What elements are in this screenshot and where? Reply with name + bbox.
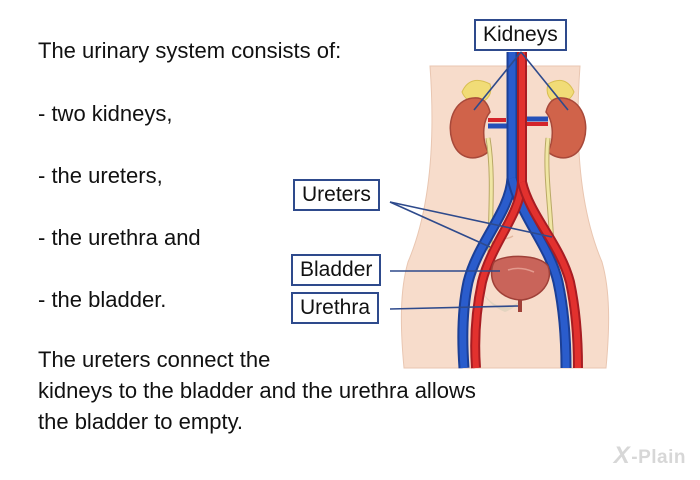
paragraph-line-3: the bladder to empty. xyxy=(38,409,244,434)
list-item-ureters: - the ureters, xyxy=(38,163,163,188)
list-item-bladder: - the bladder. xyxy=(38,287,167,312)
paragraph-line-1: The ureters connect the xyxy=(38,347,271,372)
bladder-label: Bladder xyxy=(291,254,382,286)
list-item-urethra: - the urethra and xyxy=(38,225,201,250)
paragraph-line-2: kidneys to the bladder and the urethra a… xyxy=(38,378,476,403)
intro-text: The urinary system consists of: xyxy=(38,38,342,63)
left-kidney xyxy=(449,97,491,159)
kidneys-leader-left xyxy=(473,51,522,111)
logo-text: -Plain xyxy=(631,447,686,468)
ureters-leader-left xyxy=(389,201,491,248)
urethra-label: Urethra xyxy=(291,292,380,324)
logo-mark: X xyxy=(613,442,631,469)
kidneys-label: Kidneys xyxy=(474,19,567,51)
ureters-leader-right xyxy=(389,201,553,238)
description-paragraph: The ureters connect the kidneys to the b… xyxy=(38,344,598,437)
x-plain-logo: X-Plain xyxy=(614,442,686,470)
ureters-label: Ureters xyxy=(293,179,380,211)
kidneys-leader-right xyxy=(520,51,569,111)
urethra-leader xyxy=(389,305,519,310)
list-item-kidneys: - two kidneys, xyxy=(38,101,173,126)
